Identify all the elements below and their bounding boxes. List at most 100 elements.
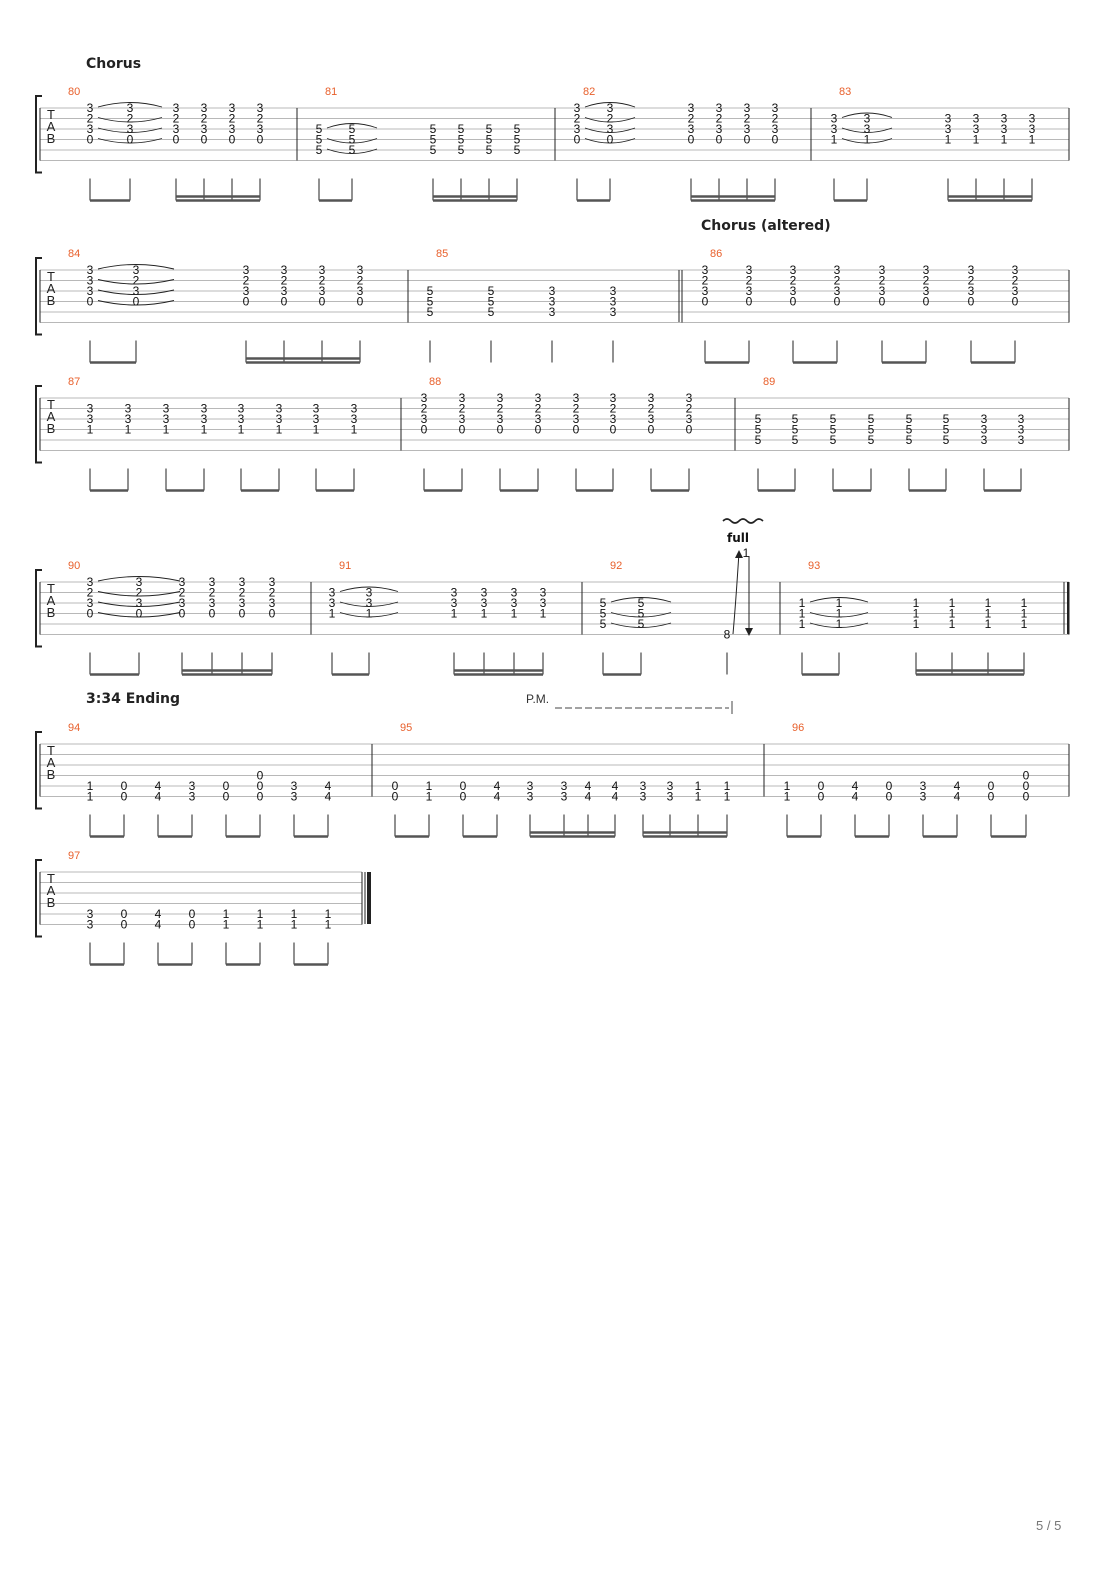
fret-number: 5 [430,143,437,157]
fret-number: 5 [792,412,799,426]
fret-number: 3 [549,305,556,319]
fret-number: 3 [87,412,94,426]
fret-number: 3 [87,122,94,136]
fret-number: 0 [179,607,186,621]
fret-number: 2 [834,274,841,288]
measure-number: 86 [710,248,722,260]
fret-number: 2 [281,274,288,288]
fret-number: 1 [799,607,806,621]
fret-number: 1 [1021,617,1028,631]
fret-number: 3 [923,284,930,298]
fret-number: 0 [790,295,797,309]
fret-number: 5 [755,423,762,437]
fret-number: 4 [155,907,162,921]
fret-number: 2 [610,402,617,416]
fret-number: 1 [366,607,373,621]
fret-number: 2 [87,586,94,600]
fret-number: 3 [189,790,196,804]
fret-number: 3 [291,790,298,804]
fret-number: 3 [920,779,927,793]
fret-number: 0 [460,779,467,793]
fret-number: 5 [316,143,323,157]
tie-arc [97,117,163,123]
fret-number: 3 [133,263,140,277]
fret-number: 3 [87,918,94,932]
fret-number: 5 [486,133,493,147]
fret-number: 3 [640,790,647,804]
fret-number: 3 [481,586,488,600]
fret-number: 1 [724,779,731,793]
fret-number: 2 [421,402,428,416]
fret-number: 1 [799,596,806,610]
fret-number: 3 [573,412,580,426]
fret-number: 3 [451,586,458,600]
fret-number: 2 [497,402,504,416]
fret-number: 3 [87,274,94,288]
fret-number: 3 [269,596,276,610]
tie-arc [326,123,378,129]
fret-number: 5 [430,133,437,147]
fret-number: 5 [316,122,323,136]
fret-number: 3 [87,284,94,298]
tab-clef-letter: A [47,281,56,296]
fret-number: 2 [923,274,930,288]
fret-number: 3 [276,402,283,416]
fret-number: 0 [988,779,995,793]
tab-clef-letter: B [47,131,56,146]
fret-number: 1 [201,423,208,437]
fret-number: 3 [257,101,264,115]
fret-number: 3 [357,284,364,298]
fret-number: 3 [179,596,186,610]
measure-number: 80 [68,86,80,98]
measure-number: 84 [68,248,80,260]
fret-number: 5 [600,617,607,631]
fret-number: 4 [852,779,859,793]
fret-number: 5 [755,433,762,447]
fret-number: 3 [610,284,617,298]
fret-number: 3 [127,122,134,136]
tab-clef-letter: A [47,883,56,898]
fret-number: 3 [229,122,236,136]
fret-number: 3 [1018,423,1025,437]
fret-number: 0 [459,423,466,437]
fret-number: 1 [724,790,731,804]
fret-number: 3 [201,122,208,136]
fret-number: 5 [868,423,875,437]
fret-number: 3 [920,790,927,804]
fret-number: 0 [1023,779,1030,793]
fret-number: 0 [746,295,753,309]
measure-number: 81 [325,86,337,98]
palm-mute-label: P.M. [526,692,549,706]
fret-number: 3 [790,284,797,298]
fret-number: 2 [87,112,94,126]
fret-number: 3 [459,412,466,426]
tie-arc [326,138,378,144]
fret-number: 4 [155,790,162,804]
fret-number: 3 [772,101,779,115]
fret-number: 3 [702,263,709,277]
fret-number: 0 [223,790,230,804]
fret-number: 4 [494,779,501,793]
fret-number: 4 [954,779,961,793]
fret-number: 1 [913,607,920,621]
fret-number: 0 [121,790,128,804]
tie-arc [809,612,869,618]
fret-number: 1 [426,790,433,804]
fret-number: 1 [1021,607,1028,621]
fret-number: 3 [968,263,975,277]
fret-number: 2 [319,274,326,288]
fret-number: 3 [421,412,428,426]
fret-number: 5 [514,143,521,157]
measure-number: 82 [583,86,595,98]
fret-number: 5 [430,122,437,136]
fret-number: 3 [648,391,655,405]
fret-number: 4 [155,918,162,932]
fret-number: 0 [243,295,250,309]
fret-number: 3 [607,122,614,136]
fret-number: 3 [201,412,208,426]
tie-arc [584,117,636,123]
fret-number: 3 [209,596,216,610]
fret-number: 3 [746,263,753,277]
fret-number: 0 [686,423,693,437]
fret-number: 3 [744,101,751,115]
